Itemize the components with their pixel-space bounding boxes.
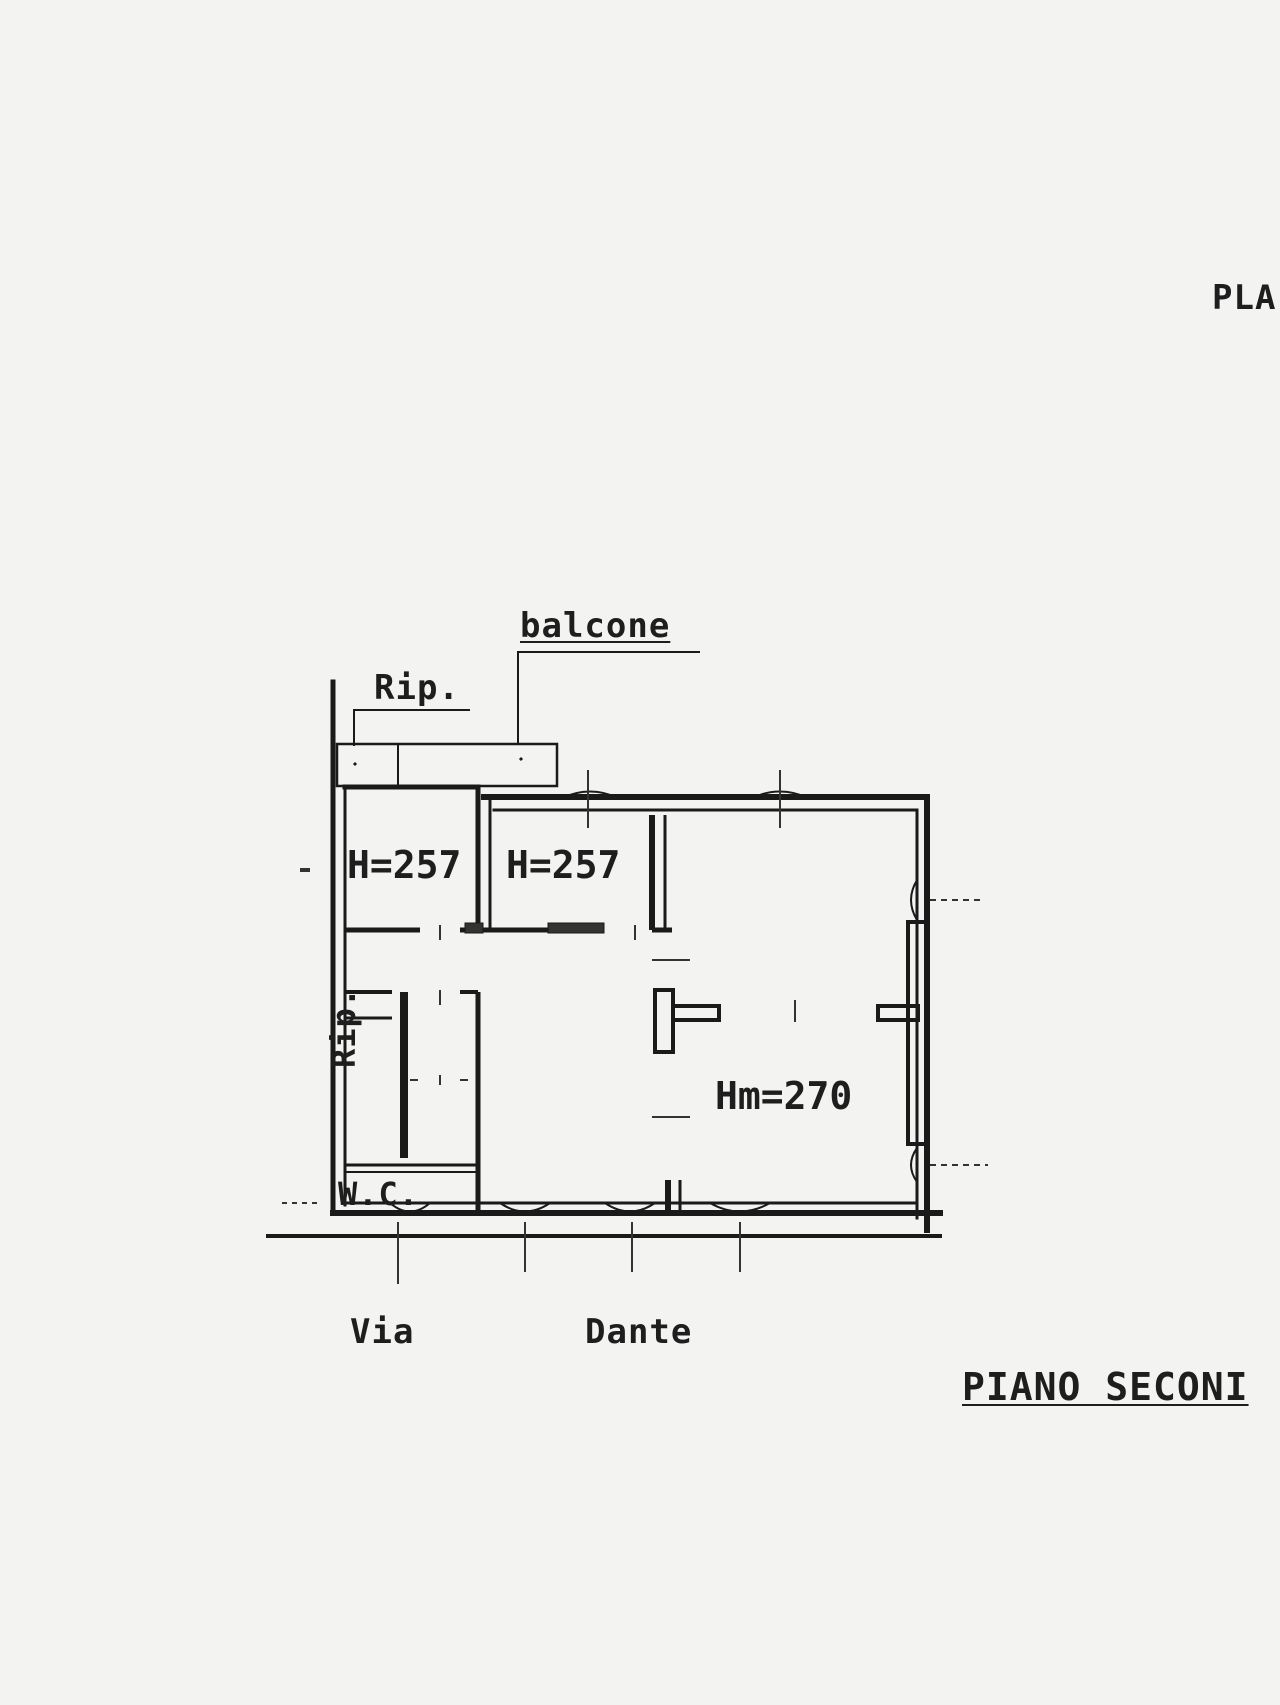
balcony	[335, 742, 559, 788]
storage-label-top: Rip.	[374, 668, 460, 708]
balcony-label: balcone	[520, 606, 671, 646]
page-header-partial-title: PLA	[1212, 278, 1277, 318]
wc-label: W.C.	[338, 1175, 420, 1213]
leader-lines	[353, 651, 700, 746]
storage-label-side: Rip.	[325, 986, 363, 1068]
outer-walls	[266, 679, 943, 1238]
room-height-1: H=257	[347, 843, 462, 887]
street-label-via: Via	[350, 1312, 415, 1352]
room-height-2: H=257	[506, 843, 621, 887]
axis-ticks	[282, 770, 988, 1284]
room-height-main: Hm=270	[715, 1074, 853, 1118]
street-label-dante: Dante	[585, 1312, 693, 1352]
floor-title: PIANO SECONI	[962, 1365, 1249, 1409]
interior-walls	[345, 787, 930, 1210]
